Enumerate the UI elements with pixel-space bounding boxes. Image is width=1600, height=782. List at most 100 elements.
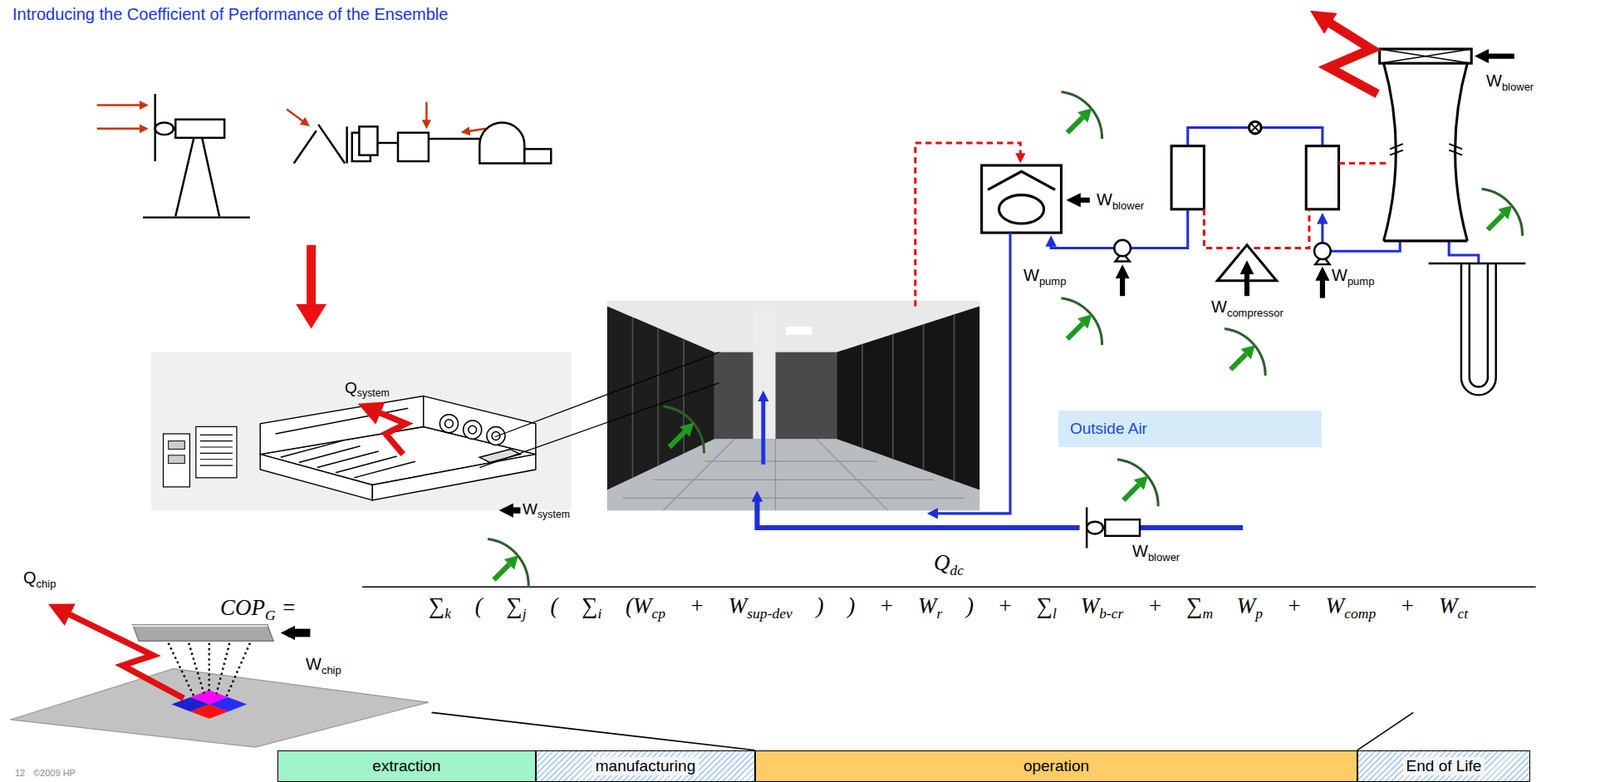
text-run: COP bbox=[220, 594, 266, 620]
work-label: Wchip bbox=[305, 654, 342, 677]
crac-unit bbox=[981, 165, 1062, 233]
formula-rule bbox=[362, 586, 1537, 751]
efficiency-arc bbox=[1224, 328, 1266, 377]
datacenter-photo bbox=[922, 324, 925, 470]
label-text: Wblower bbox=[1132, 541, 1180, 560]
energy-arrow bbox=[286, 108, 306, 123]
server-chassis bbox=[335, 456, 398, 473]
efficiency-arc bbox=[1117, 459, 1159, 507]
wind-turbine bbox=[142, 93, 251, 218]
efficiency-arc bbox=[1060, 298, 1102, 346]
water-loop bbox=[932, 232, 1011, 514]
label-text: ∑k ( ∑j ( ∑i (Wcp + Wsup-dev ) ) + Wr ) … bbox=[428, 593, 1468, 619]
text-run: W bbox=[1486, 71, 1502, 90]
text-run: k bbox=[444, 604, 452, 622]
cooling-tower bbox=[1379, 49, 1473, 64]
water-loop bbox=[932, 127, 1479, 514]
crac-unit bbox=[987, 171, 1056, 190]
datacenter-photo bbox=[760, 396, 766, 465]
text-run: blower bbox=[1112, 199, 1144, 212]
heat-exchanger bbox=[1305, 146, 1339, 210]
text-run: b-cr bbox=[1099, 604, 1124, 622]
datacenter-photo bbox=[607, 300, 980, 511]
datacenter-photo bbox=[662, 406, 704, 454]
work-label: Wpump bbox=[1023, 265, 1066, 288]
down-arrow bbox=[295, 245, 327, 329]
heat-exchanger bbox=[1171, 146, 1204, 210]
refrigerant-path bbox=[1203, 163, 1390, 249]
server-chassis bbox=[151, 352, 572, 586]
illustration-group bbox=[9, 18, 1536, 751]
datacenter-photo bbox=[607, 300, 980, 511]
power-plant bbox=[358, 126, 378, 155]
chip-package bbox=[208, 642, 211, 693]
text-run: system bbox=[537, 508, 570, 521]
subtitle-text: Introducing the Coefficient of Performan… bbox=[12, 4, 448, 24]
box-text: manufacturing bbox=[592, 756, 699, 776]
ground-loop bbox=[1428, 263, 1527, 395]
cooling-tower bbox=[1384, 239, 1468, 242]
refrigerant-path bbox=[1254, 209, 1310, 249]
heat-rejection-arrow bbox=[1322, 18, 1378, 94]
server-chassis bbox=[423, 396, 536, 455]
datacenter-photo bbox=[652, 479, 934, 481]
server-chassis bbox=[200, 464, 233, 466]
chip-package bbox=[9, 668, 429, 748]
text-run: ) ) + W bbox=[792, 593, 938, 619]
server-chassis bbox=[371, 409, 407, 455]
solar-panel bbox=[318, 124, 345, 164]
lifecycle-phase: manufacturing bbox=[535, 750, 756, 782]
text-run: + ∑ bbox=[1123, 593, 1203, 619]
label-text: Wchip bbox=[305, 654, 342, 673]
text-run: ©2009 HP bbox=[33, 767, 76, 778]
heat-exchanger bbox=[1251, 123, 1260, 133]
wind-turbine bbox=[201, 137, 220, 217]
text-run: ) + ∑ bbox=[942, 593, 1053, 619]
box-text: operation bbox=[1023, 756, 1090, 776]
box-text: extraction bbox=[372, 756, 441, 776]
water-loop bbox=[1330, 240, 1401, 251]
server-chassis bbox=[168, 441, 186, 450]
power-plant bbox=[479, 122, 525, 163]
wind-turbine bbox=[175, 137, 194, 217]
lifecycle-phase: extraction bbox=[277, 750, 536, 782]
work-arrow bbox=[1119, 271, 1125, 296]
datacenter-photo bbox=[632, 317, 634, 478]
datacenter-photo bbox=[622, 497, 964, 499]
cooling-tower bbox=[1448, 143, 1463, 149]
lifecycle-phase: operation bbox=[755, 750, 1358, 782]
box-text: End of Life bbox=[1403, 756, 1486, 776]
ground-loop bbox=[1461, 263, 1497, 395]
text-run: l bbox=[1052, 604, 1057, 622]
server-chassis bbox=[463, 420, 482, 439]
label-text: 12 bbox=[14, 767, 25, 778]
chip-package bbox=[171, 696, 209, 712]
label-text: COPG = bbox=[220, 594, 297, 620]
server-chassis bbox=[505, 506, 521, 513]
power-plant bbox=[345, 126, 348, 163]
text-run: 12 bbox=[14, 767, 25, 778]
efficiency-arc bbox=[1060, 92, 1102, 140]
outside-air-fan bbox=[1086, 521, 1104, 535]
cooling-tower bbox=[1379, 49, 1473, 64]
formula-denominator: ∑k ( ∑j ( ∑i (Wcp + Wsup-dev ) ) + Wr ) … bbox=[428, 593, 1468, 622]
cooling-tower bbox=[1448, 150, 1463, 156]
text-run: dc bbox=[950, 561, 965, 579]
server-chassis bbox=[200, 440, 233, 442]
label-text: Wpump bbox=[1331, 265, 1375, 285]
cooling-tower bbox=[1379, 49, 1473, 241]
energy-arrow bbox=[97, 103, 145, 106]
text-run: + W bbox=[1262, 593, 1345, 619]
datacenter-photo bbox=[657, 328, 659, 467]
outside-air-fan bbox=[756, 495, 1243, 549]
pump-symbol bbox=[1114, 240, 1131, 257]
wind-turbine bbox=[155, 122, 174, 135]
label-text: Qsystem bbox=[344, 378, 390, 397]
server-chassis bbox=[317, 451, 379, 468]
heat-exchanger bbox=[1248, 121, 1262, 134]
server-chassis bbox=[439, 414, 458, 433]
outside-air-fan bbox=[1104, 519, 1140, 536]
copyright-note: ©2009 HP bbox=[33, 767, 76, 779]
pump-symbol bbox=[1314, 242, 1331, 260]
